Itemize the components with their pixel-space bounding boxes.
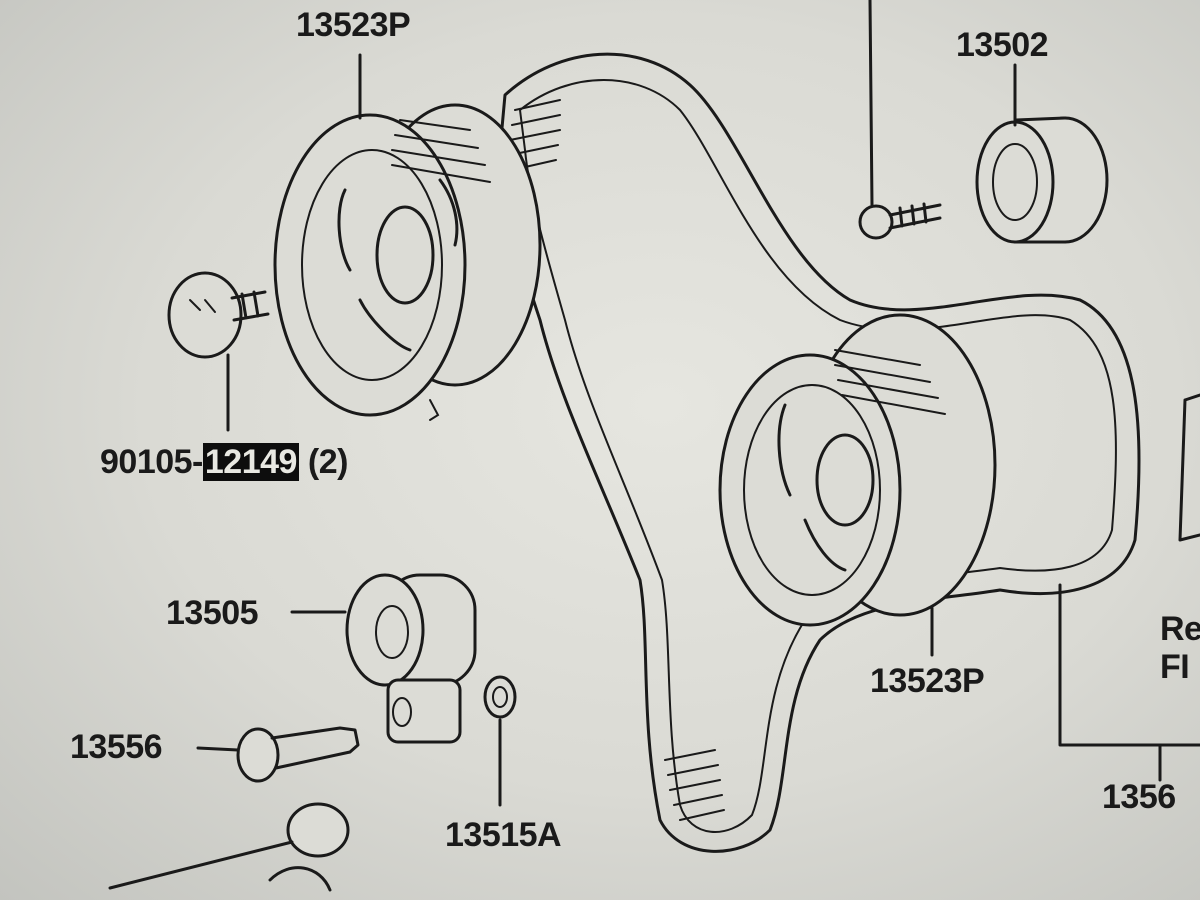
- label-90105: 90105-12149 (2): [100, 443, 349, 481]
- label-partial-1356: 1356: [1102, 778, 1176, 816]
- bottom-left-fragment: [108, 802, 350, 892]
- label-13523p-top: 13523P: [296, 6, 411, 44]
- label-13556: 13556: [70, 728, 163, 766]
- bolt-90105: [167, 271, 270, 432]
- leader-lines: [358, 53, 1200, 782]
- bolt-top: [858, 0, 942, 240]
- label-13505: 13505: [166, 594, 259, 632]
- label-partial-re: Re: [1160, 610, 1200, 648]
- label-13515a: 13515A: [445, 816, 562, 854]
- camshaft-pulley-top: [273, 103, 542, 421]
- camshaft-pulley-bottom: [718, 313, 997, 627]
- label-partial-fi: FI: [1160, 648, 1190, 686]
- label-13523p-bottom: 13523P: [870, 662, 985, 700]
- label-90105-highlight: 12149: [202, 443, 299, 481]
- idler-pulley: [975, 116, 1109, 244]
- washer-13515a: [483, 675, 517, 807]
- tensioner-pulley: [290, 573, 477, 744]
- label-90105-prefix: 90105-: [100, 443, 203, 481]
- label-13502: 13502: [956, 26, 1049, 64]
- label-90105-qty: (2): [307, 443, 349, 481]
- bolt-13556: [196, 726, 360, 783]
